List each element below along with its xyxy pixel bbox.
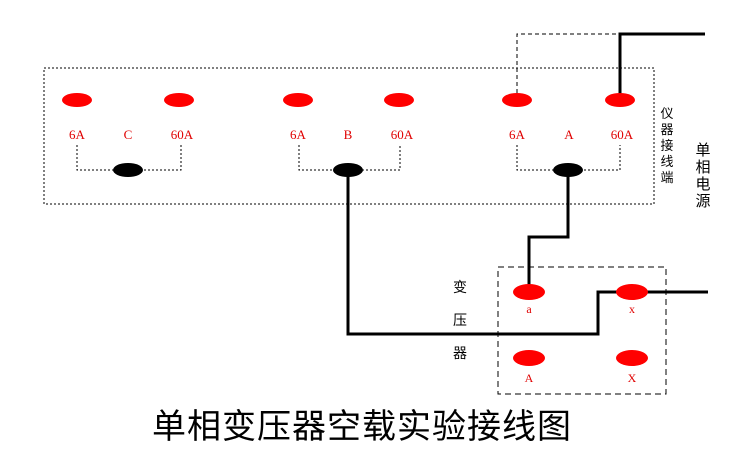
label-b-right: 60A <box>391 127 414 142</box>
terminal-b-6a[interactable] <box>283 93 313 107</box>
power-dashed-link <box>516 33 702 100</box>
transformer-terminal-A[interactable] <box>513 350 545 366</box>
label-terminal-x: x <box>629 302 635 316</box>
label-terminal-A: A <box>525 371 534 385</box>
svg-text:电: 电 <box>695 176 710 193</box>
terminal-a-60a[interactable] <box>605 93 635 107</box>
label-c-phase: C <box>124 127 133 142</box>
svg-text:单: 单 <box>695 142 710 159</box>
instrument-side-label: 仪 器 接 线 端 <box>660 106 673 185</box>
instrument-box <box>43 67 655 205</box>
jumpers <box>113 163 583 177</box>
svg-text:压: 压 <box>453 314 467 329</box>
power-supply-label: 单 相 电 源 <box>695 142 710 210</box>
svg-text:器: 器 <box>660 122 673 137</box>
transformer-terminal-labels: a x A X <box>525 302 637 385</box>
transformer-terminal-a[interactable] <box>513 284 545 300</box>
transformer-terminal-X[interactable] <box>616 350 648 366</box>
svg-text:仪: 仪 <box>660 106 673 121</box>
label-a-right: 60A <box>611 127 634 142</box>
terminal-c-60a[interactable] <box>164 93 194 107</box>
svg-text:接: 接 <box>660 138 673 153</box>
svg-text:端: 端 <box>660 170 673 185</box>
transformer-terminals <box>513 284 648 366</box>
solid-wires <box>346 32 708 336</box>
label-terminal-X: X <box>628 371 637 385</box>
label-b-left: 6A <box>290 127 307 142</box>
power-wire <box>618 32 705 100</box>
page-title: 单相变压器空载实验接线图 <box>152 408 572 446</box>
terminal-c-6a[interactable] <box>62 93 92 107</box>
transformer-label: 变 压 器 <box>453 280 467 362</box>
svg-text:器: 器 <box>453 347 467 362</box>
transformer-box <box>497 266 667 395</box>
svg-text:源: 源 <box>695 193 710 210</box>
label-terminal-a: a <box>526 302 532 316</box>
jumper-c[interactable] <box>113 163 143 177</box>
label-c-left: 6A <box>69 127 86 142</box>
terminal-b-60a[interactable] <box>384 93 414 107</box>
label-b-phase: B <box>344 127 353 142</box>
jumper-b[interactable] <box>333 163 363 177</box>
svg-text:变: 变 <box>453 280 467 296</box>
label-a-left: 6A <box>509 127 526 142</box>
jumper-a[interactable] <box>553 163 583 177</box>
instrument-labels: 6A C 60A 6A B 60A 6A A 60A <box>69 127 634 142</box>
wire-b <box>346 170 632 336</box>
instrument-terminals <box>62 93 635 107</box>
wire-a <box>527 170 570 292</box>
label-c-right: 60A <box>171 127 194 142</box>
svg-text:相: 相 <box>695 159 710 176</box>
label-a-phase: A <box>564 127 574 142</box>
terminal-a-6a[interactable] <box>502 93 532 107</box>
svg-text:线: 线 <box>660 154 673 169</box>
transformer-terminal-x[interactable] <box>616 284 648 300</box>
